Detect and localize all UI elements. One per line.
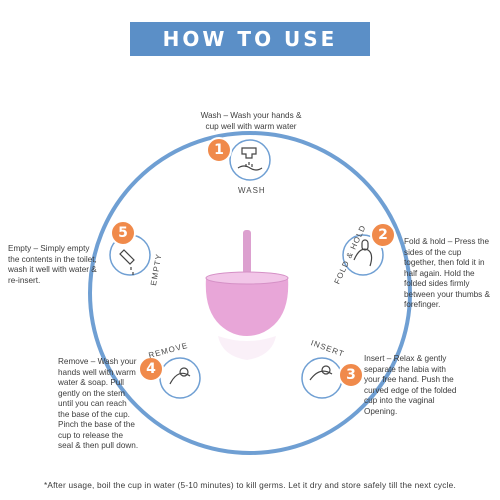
remove-description: Remove – Wash your hands well with warm … xyxy=(58,357,139,450)
title-banner: HOW TO USE xyxy=(130,22,370,56)
step-4-badge: 4 xyxy=(138,356,164,382)
step-1-badge: 1 xyxy=(206,137,232,163)
menstrual-cup-image xyxy=(205,230,289,360)
tap-icon xyxy=(237,147,263,171)
step-5-badge: 5 xyxy=(110,220,136,246)
fold-hold-description: Fold & hold – Press the sides of the cup… xyxy=(404,237,491,309)
insert-description: Insert – Relax & gently separate the lab… xyxy=(364,354,457,416)
step-2-badge: 2 xyxy=(370,222,396,248)
fold-hand-icon xyxy=(353,239,373,267)
footnote: *After usage, boil the cup in water (5-1… xyxy=(43,480,456,490)
empty-icon xyxy=(119,249,135,275)
step-3-badge: 3 xyxy=(338,362,364,388)
wash-description: Wash – Wash your hands & cup well with w… xyxy=(200,111,302,131)
insert-icon xyxy=(309,365,333,381)
empty-description: Empty – Simply empty the contents in the… xyxy=(8,244,97,285)
page-title: HOW TO USE xyxy=(162,27,338,51)
remove-icon xyxy=(169,367,191,385)
wash-label: WASH xyxy=(238,186,266,195)
